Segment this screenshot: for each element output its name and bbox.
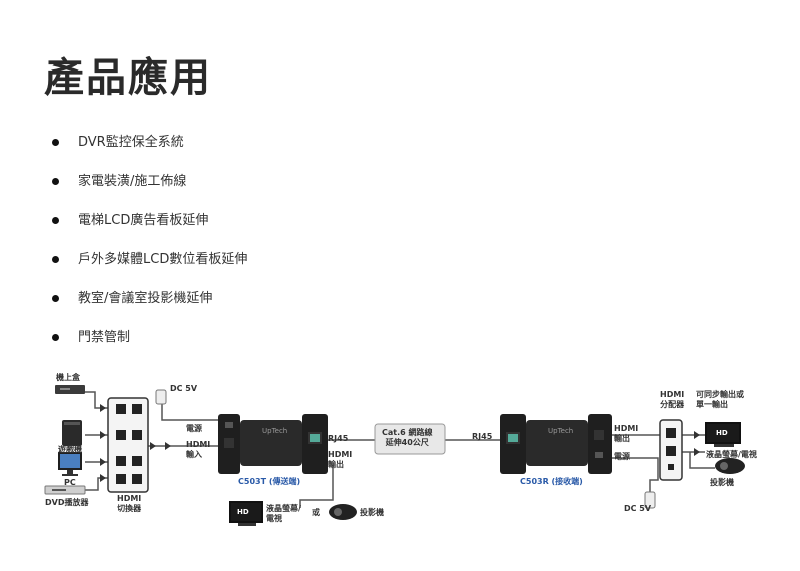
bullet-icon xyxy=(52,256,59,263)
application-diagram: 機上盒 遊戲機 PC DVD播放器 HDMI 切換器 DC 5V 電源 HDMI… xyxy=(0,373,800,571)
hdmi-out-left-label: HDMI 輸出 xyxy=(328,450,353,469)
pc-label: PC xyxy=(64,478,76,487)
list-item: 電梯LCD廣告看板延伸 xyxy=(50,206,247,245)
list-item: 門禁管制 xyxy=(50,323,247,362)
bullet-icon xyxy=(52,139,59,146)
power-left-label: 電源 xyxy=(186,424,202,433)
projector-icon xyxy=(329,504,357,520)
lcd-tv-icon xyxy=(705,422,741,447)
diagram-graphics xyxy=(44,385,745,526)
rj45-left-label: RJ45 xyxy=(328,434,349,443)
dc-right-label: DC 5V xyxy=(624,504,652,513)
rj45-right-label: RJ45 xyxy=(472,432,493,441)
dvd-player-icon xyxy=(44,485,86,495)
bullet-icon xyxy=(52,217,59,224)
or-label: 或 xyxy=(312,508,320,517)
power-right-label: 電源 xyxy=(614,452,630,461)
bullet-icon xyxy=(52,334,59,341)
list-item: 教室/會議室投影機延伸 xyxy=(50,284,247,323)
list-item: 戶外多媒體LCD數位看板延伸 xyxy=(50,245,247,284)
power-adapter-icon xyxy=(644,491,656,509)
lcd-bottom-label: 液晶螢幕/ 電視 xyxy=(266,504,301,523)
game-label: 遊戲機 xyxy=(58,445,82,454)
list-item: 家電裝潢/施工佈線 xyxy=(50,167,247,206)
application-list: DVR監控保全系統 家電裝潢/施工佈線 電梯LCD廣告看板延伸 戶外多媒體LCD… xyxy=(50,128,247,362)
switcher-label: HDMI 切換器 xyxy=(117,494,142,513)
receiver-label: C503R (接收端) xyxy=(520,477,583,486)
lcd-right-label: 液晶螢幕/電視 xyxy=(706,450,757,459)
projector-bottom-label: 投影機 xyxy=(360,508,384,517)
splitter-label: HDMI 分配器 xyxy=(660,390,685,409)
projector-right-label: 投影機 xyxy=(710,478,734,487)
pc-monitor-icon xyxy=(58,452,82,476)
projector-icon xyxy=(715,458,745,474)
settop-box-icon xyxy=(55,385,85,394)
cable-label-box xyxy=(374,423,446,455)
bullet-icon xyxy=(52,178,59,185)
splitter-note: 可同步輸出或 單一輸出 xyxy=(696,390,744,409)
hdmi-splitter-icon xyxy=(659,419,683,481)
lcd-tv-icon xyxy=(229,501,263,526)
power-adapter-icon xyxy=(155,389,167,405)
game-console-icon xyxy=(62,420,82,446)
hd-badge: HD xyxy=(237,508,249,516)
device-brand-label: UpTech xyxy=(548,427,574,435)
list-item: DVR監控保全系統 xyxy=(50,128,247,167)
settop-label: 機上盒 xyxy=(56,373,80,382)
page-title: 產品應用 xyxy=(44,55,212,101)
transmitter-label: C503T (傳送端) xyxy=(238,477,301,486)
device-brand-label: UpTech xyxy=(262,427,288,435)
hdmi-in-label: HDMI 輸入 xyxy=(186,440,211,459)
transmitter-device-icon xyxy=(218,414,328,474)
dvd-label: DVD播放器 xyxy=(45,498,89,507)
hdmi-out-right-label: HDMI 輸出 xyxy=(614,424,639,443)
hdmi-switcher-icon xyxy=(107,397,149,493)
dc-left-label: DC 5V xyxy=(170,384,198,393)
bullet-icon xyxy=(52,295,59,302)
cable-label: Cat.6 網路線 延伸40公尺 xyxy=(382,428,433,447)
receiver-device-icon xyxy=(500,414,612,474)
hd-badge: HD xyxy=(716,429,728,437)
